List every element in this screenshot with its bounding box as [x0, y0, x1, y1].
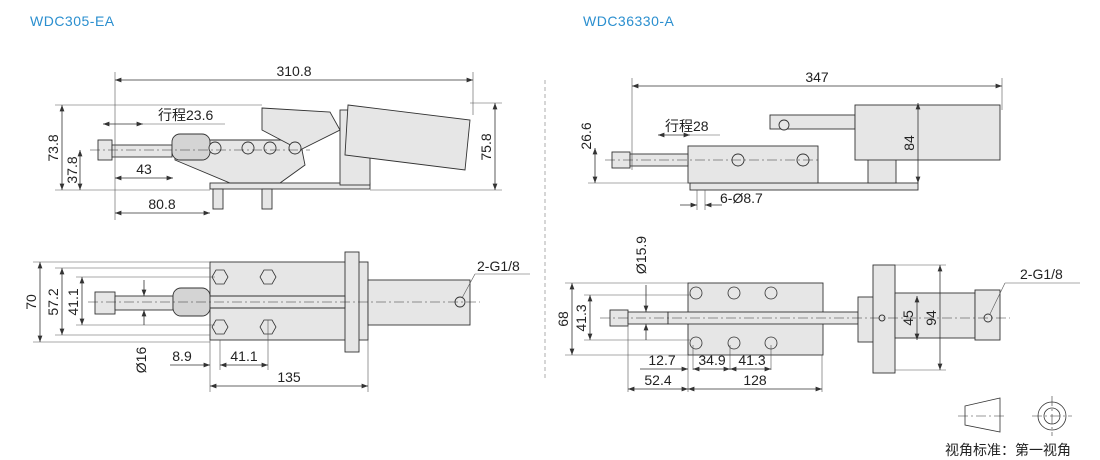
dim-overall-length: 310.8 — [276, 63, 311, 79]
dim-height-cylinder: 84 — [901, 135, 917, 151]
first-angle-projection-icon — [958, 396, 1072, 436]
dim-holes: 6-Ø8.7 — [720, 190, 763, 206]
dim-height-total: 73.8 — [45, 134, 61, 161]
dim-offset-a: 12.7 — [648, 352, 675, 368]
dim-mount-width: 94 — [923, 310, 939, 326]
dim-offset-b: 52.4 — [644, 372, 671, 388]
right-top-view: 68 41.3 Ø15.9 12.7 34.9 41.3 52.4 128 45… — [555, 236, 1080, 392]
dim-base-length: 135 — [277, 369, 301, 385]
model-title-right: WDC36330-A — [583, 13, 675, 29]
dim-height-center: 26.6 — [578, 122, 594, 149]
dim-rod-diameter: Ø16 — [133, 347, 149, 374]
dim-overall-length: 347 — [805, 69, 829, 85]
left-top-view: 70 57.2 41.1 Ø16 8.9 41.1 135 2-G1/8 — [23, 251, 530, 392]
port-label: 2-G1/8 — [477, 258, 520, 274]
dim-height-center: 37.8 — [64, 156, 80, 183]
dim-base-length: 128 — [743, 372, 767, 388]
dim-stroke: 行程28 — [665, 118, 709, 134]
port-label: 2-G1/8 — [1020, 266, 1063, 282]
dim-hole-spacing-x1: 34.9 — [698, 352, 725, 368]
projection-standard-label: 视角标准：第一视角 — [945, 442, 1071, 458]
dim-hole-spacing-x: 41.1 — [230, 348, 257, 364]
dim-cyl-width: 45 — [900, 310, 916, 326]
dim-width-inner: 57.2 — [45, 288, 61, 315]
model-title-left: WDC305-EA — [30, 13, 115, 29]
dim-rod-length: 43 — [136, 161, 152, 177]
left-side-view: 310.8 73.8 37.8 75.8 行程23.6 43 80.8 — [45, 63, 502, 220]
dim-width: 68 — [555, 311, 571, 327]
dim-base-offset: 80.8 — [148, 196, 175, 212]
dim-height-cylinder: 75.8 — [478, 133, 494, 160]
dim-rod-diameter: Ø15.9 — [633, 236, 649, 274]
right-side-view: 347 26.6 行程28 84 6-Ø8.7 — [578, 69, 1003, 210]
dim-hole-spacing-y: 41.3 — [573, 304, 589, 331]
dim-offset: 8.9 — [172, 348, 192, 364]
dim-hole-spacing-y: 41.1 — [65, 288, 81, 315]
dim-width: 70 — [23, 294, 39, 310]
dim-hole-spacing-x2: 41.3 — [738, 352, 765, 368]
dim-stroke: 行程23.6 — [158, 107, 213, 123]
